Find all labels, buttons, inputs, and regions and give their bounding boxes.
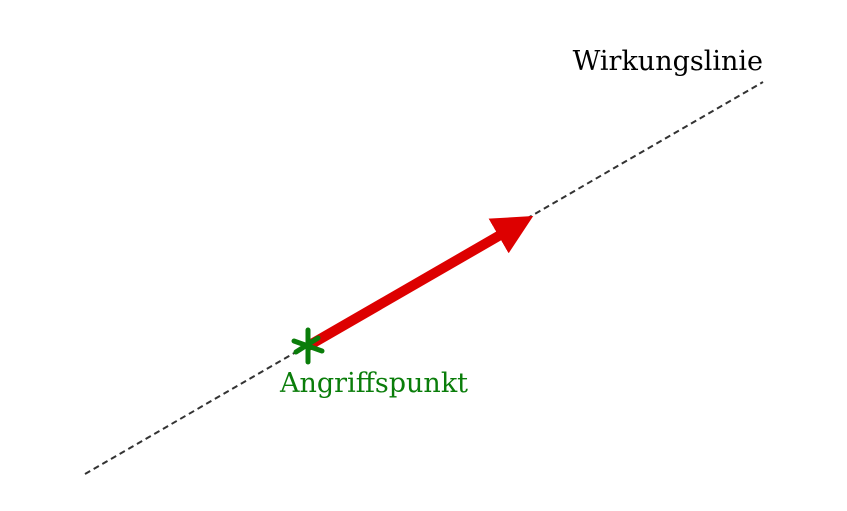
force-vector xyxy=(305,216,534,351)
application-point-marker xyxy=(291,327,325,365)
line-of-action-label: Wirkungslinie xyxy=(573,46,763,77)
application-point-label: Angriffspunkt xyxy=(279,368,468,399)
